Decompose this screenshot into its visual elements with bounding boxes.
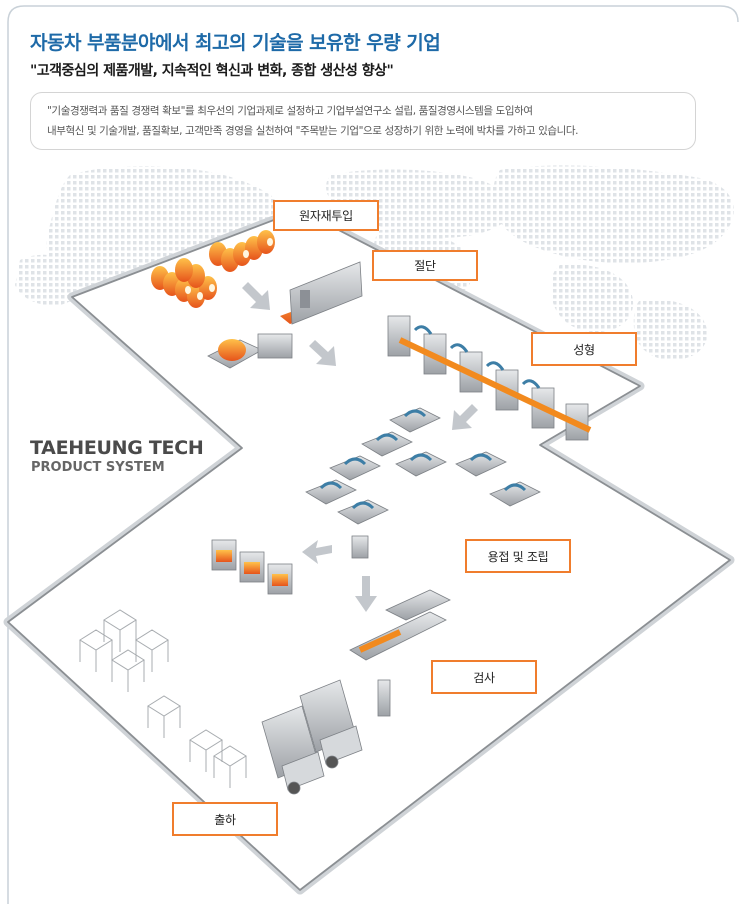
step-raw-material: 원자재투입	[273, 200, 379, 231]
header-frame-line	[7, 5, 739, 904]
brand-tagline: PRODUCT SYSTEM	[31, 460, 165, 475]
headline-subtitle: "고객중심의 제품개발, 지속적인 혁신과 변화, 종합 생산성 향상"	[30, 63, 394, 79]
inspection-machine	[349, 589, 451, 717]
step-cutting: 절단	[372, 250, 478, 281]
step-forming: 성형	[531, 332, 637, 366]
brand-name: TAEHEUNG TECH	[30, 437, 204, 459]
description-line-2: 내부혁신 및 기술개발, 품질확보, 고객만족 경영을 실천하여 "주목받는 기…	[47, 125, 579, 137]
assembly-stations	[211, 539, 293, 595]
step-shipping: 출하	[172, 802, 278, 836]
headline-title: 자동차 부품분야에서 최고의 기술을 보유한 우량 기업	[30, 32, 441, 54]
delivery-trucks	[261, 679, 363, 795]
forming-line	[387, 315, 592, 441]
raw-material-coils	[151, 230, 275, 308]
welding-cells	[305, 407, 541, 559]
description-line-1: "기술경쟁력과 품질 경쟁력 확보"를 최우선의 기업과제로 설정하고 기업부설…	[47, 105, 533, 117]
flow-arrows	[242, 282, 478, 612]
step-welding-assembly: 용접 및 조립	[465, 539, 571, 573]
cutting-machine	[207, 261, 363, 369]
step-inspection: 검사	[431, 660, 537, 694]
shipping-racks	[79, 609, 247, 788]
description-box: "기술경쟁력과 품질 경쟁력 확보"를 최우선의 기업과제로 설정하고 기업부설…	[30, 92, 696, 150]
